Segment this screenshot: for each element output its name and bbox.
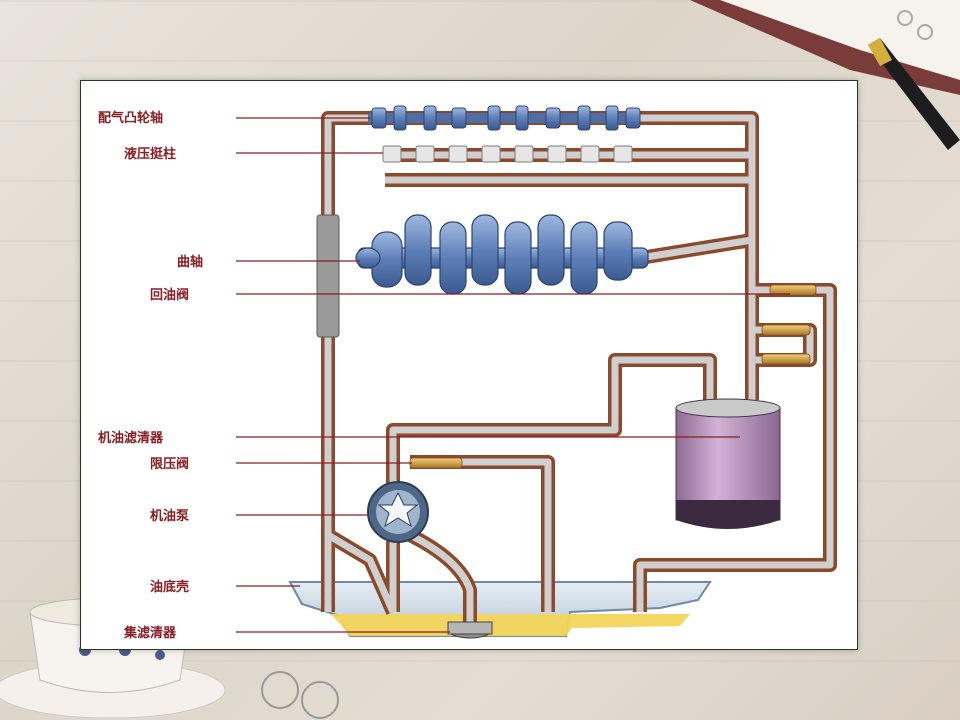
oil-filter: [675, 398, 781, 529]
return-valve: [769, 284, 817, 296]
strainer: [447, 621, 493, 639]
oil-gallery-tube: [316, 214, 340, 338]
crankshaft: [355, 214, 649, 295]
label-oil-filter: 机油滤清器: [98, 430, 164, 446]
label-hydraulic-lifter: 液压挺柱: [124, 146, 176, 162]
label-return-valve: 回油阀: [150, 287, 189, 303]
label-camshaft: 配气凸轮轴: [98, 110, 163, 126]
label-strainer: 集滤清器: [123, 625, 177, 641]
label-oil-pan: 油底壳: [150, 579, 189, 595]
oil-level: [330, 614, 690, 636]
oil-passages: [321, 111, 837, 625]
label-oil-pump: 机油泵: [150, 508, 189, 524]
label-crankshaft: 曲轴: [177, 254, 203, 270]
oil-pump: [367, 481, 429, 543]
glasses-icon: [261, 671, 339, 719]
pressure-limit-valve: [409, 457, 463, 469]
label-pressure-limit-valve: 限压阀: [150, 456, 189, 472]
fountain-pen-icon: [868, 38, 960, 150]
camshaft: [368, 105, 641, 131]
leader-lines: [236, 117, 790, 633]
hydraulic-lifters: [382, 145, 633, 163]
brass-valves: [409, 284, 817, 469]
